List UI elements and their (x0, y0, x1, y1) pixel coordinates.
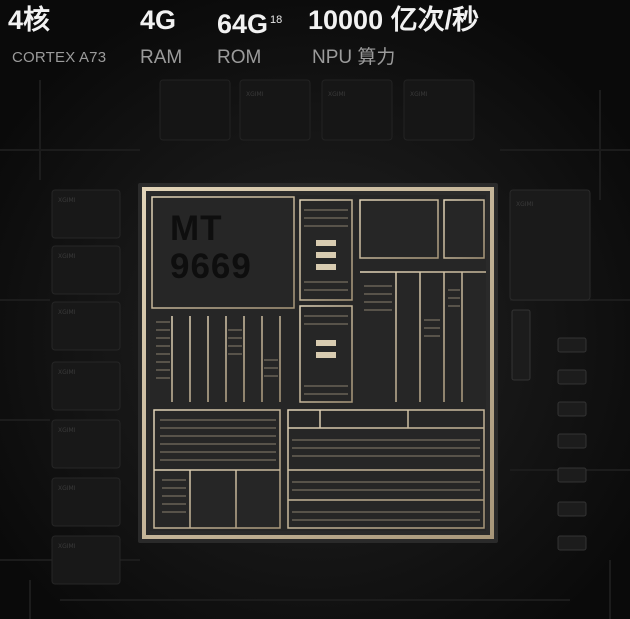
side-chip-brand-4: XGIMI (58, 427, 76, 434)
side-chip-brand-7: XGIMI (516, 201, 534, 208)
side-chip-brand-9: XGIMI (328, 91, 346, 98)
right-passive-components (511, 309, 587, 551)
spec-cpu-label: CORTEX A73 (12, 49, 107, 66)
spec-ram-label: RAM (140, 47, 183, 68)
chip-model-line-2: 9669 (170, 247, 252, 286)
right-memory-chip (509, 189, 591, 301)
spec-rom-label: ROM (217, 47, 262, 68)
left-memory-chips (51, 189, 121, 585)
chip-model-label: MT 9669 (170, 210, 252, 286)
side-chip-brand-1: XGIMI (58, 253, 76, 260)
side-chip-brand-0: XGIMI (58, 197, 76, 204)
side-chip-brand-8: XGIMI (246, 91, 264, 98)
side-chip-brand-10: XGIMI (410, 91, 428, 98)
spec-npu-value: 10000 亿次/秒 (308, 5, 480, 35)
spec-rom-footnote: 18 (270, 14, 283, 26)
side-chip-brand-3: XGIMI (58, 369, 76, 376)
spec-npu-label: NPU 算力 (312, 47, 396, 68)
spec-cpu-value: 4核 (8, 5, 51, 35)
spec-rom-value-text: 64G (217, 9, 269, 39)
side-chip-brand-6: XGIMI (58, 543, 76, 550)
side-chip-brand-2: XGIMI (58, 309, 76, 316)
side-chip-brand-5: XGIMI (58, 485, 76, 492)
chip-model-line-1: MT (170, 209, 223, 248)
top-memory-chips (159, 79, 475, 141)
soc-chip (138, 183, 498, 543)
spec-ram-value: 4G (140, 5, 177, 35)
